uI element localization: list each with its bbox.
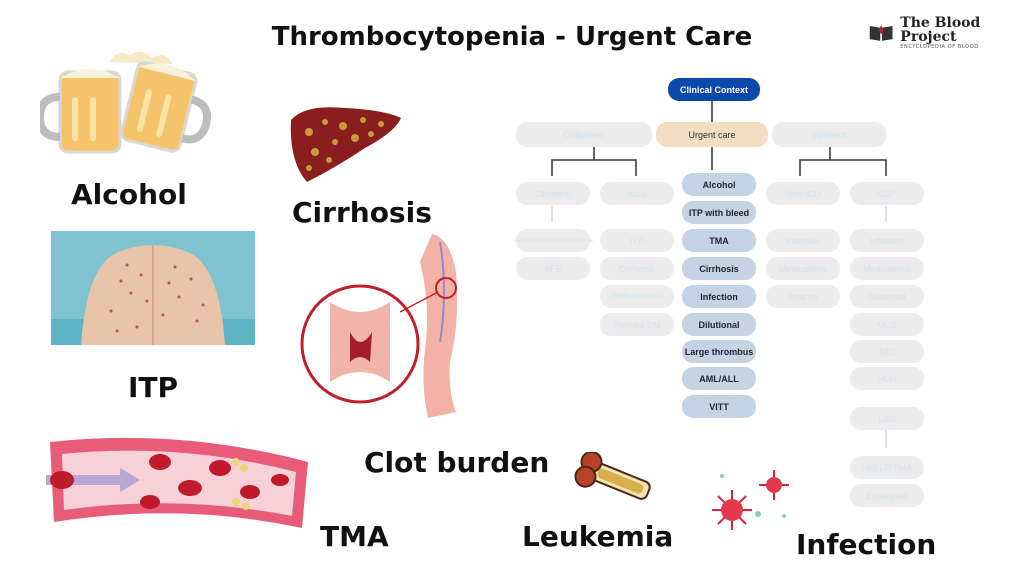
- node-adult-item: Primary BM: [600, 313, 674, 336]
- node-icu: ICU**: [850, 182, 924, 205]
- label-tma: TMA: [320, 520, 389, 553]
- node-ld: L&D: [850, 407, 924, 430]
- label-leukemia: Leukemia: [522, 520, 674, 553]
- node-nonicu-item: Infection: [766, 229, 840, 252]
- label-alcohol: Alcohol: [71, 178, 187, 211]
- node-urgent-item: Infection: [682, 285, 756, 308]
- label-cirrhosis: Cirrhosis: [292, 196, 432, 229]
- node-urgent-item: Dilutional: [682, 313, 756, 336]
- node-icu-item: Dilutional: [850, 285, 924, 308]
- node-icu-item: MCS: [850, 313, 924, 336]
- node-urgent-item: VITT: [682, 395, 756, 418]
- logo-name: The Blood Project: [900, 15, 981, 45]
- node-urgent-item: Cirrhosis: [682, 257, 756, 280]
- node-icu-item: Infection: [850, 229, 924, 252]
- petechiae-back-image: [51, 231, 255, 345]
- node-nonicu-item: Medications: [766, 257, 840, 280]
- blood-vessel-image: [46, 437, 308, 528]
- beer-mugs-image: [40, 51, 211, 154]
- clot-image: [300, 234, 458, 418]
- liver-image: [290, 107, 401, 182]
- node-urgent-care: Urgent care: [656, 122, 768, 147]
- node-adult-item: Medications/HIV: [600, 285, 674, 308]
- label-itp: ITP: [128, 371, 179, 404]
- logo-tagline: ENCYCLOPEDIA OF BLOOD: [900, 44, 979, 50]
- node-adult: Adult: [600, 182, 674, 205]
- node-urgent-item: TMA: [682, 229, 756, 252]
- node-obstetric: Obstetric: [516, 182, 590, 205]
- node-urgent-item: Alcohol: [682, 173, 756, 196]
- node-inpatient: Inpatient: [772, 122, 886, 147]
- label-clot-burden: Clot burden: [364, 446, 550, 479]
- book-icon: [869, 25, 893, 41]
- bone-marrow-image: [574, 452, 651, 500]
- node-obstetric-item: Gestational thrombocytopenia: [513, 229, 593, 252]
- node-ld-item: HELLP/TMA: [850, 456, 924, 479]
- node-urgent-item: Large thrombus: [682, 340, 756, 363]
- node-outpatient: Outpatient: [516, 122, 652, 147]
- node-urgent-item: AML/ALL: [682, 367, 756, 390]
- node-adult-item: Cirrhosis: [600, 257, 674, 280]
- node-adult-item: ITP: [600, 229, 674, 252]
- node-icu-item: Medications: [850, 257, 924, 280]
- logo: The Blood Project ENCYCLOPEDIA OF BLOOD: [868, 16, 1024, 50]
- node-icu-item: DIC: [850, 340, 924, 363]
- node-nonicu-item: Post op: [766, 285, 840, 308]
- page-title: Thrombocytopenia - Urgent Care: [271, 22, 753, 52]
- node-urgent-item: ITP with bleed: [682, 201, 756, 224]
- node-ld-item: Eclampsia: [850, 484, 924, 507]
- virus-image: [712, 470, 789, 530]
- node-clinical-context: Clinical Context: [668, 78, 760, 101]
- label-infection: Infection: [796, 528, 937, 561]
- node-non-icu: Non-ICU: [766, 182, 840, 205]
- node-icu-item: HLH: [850, 367, 924, 390]
- node-obstetric-item: AFE: [516, 257, 590, 280]
